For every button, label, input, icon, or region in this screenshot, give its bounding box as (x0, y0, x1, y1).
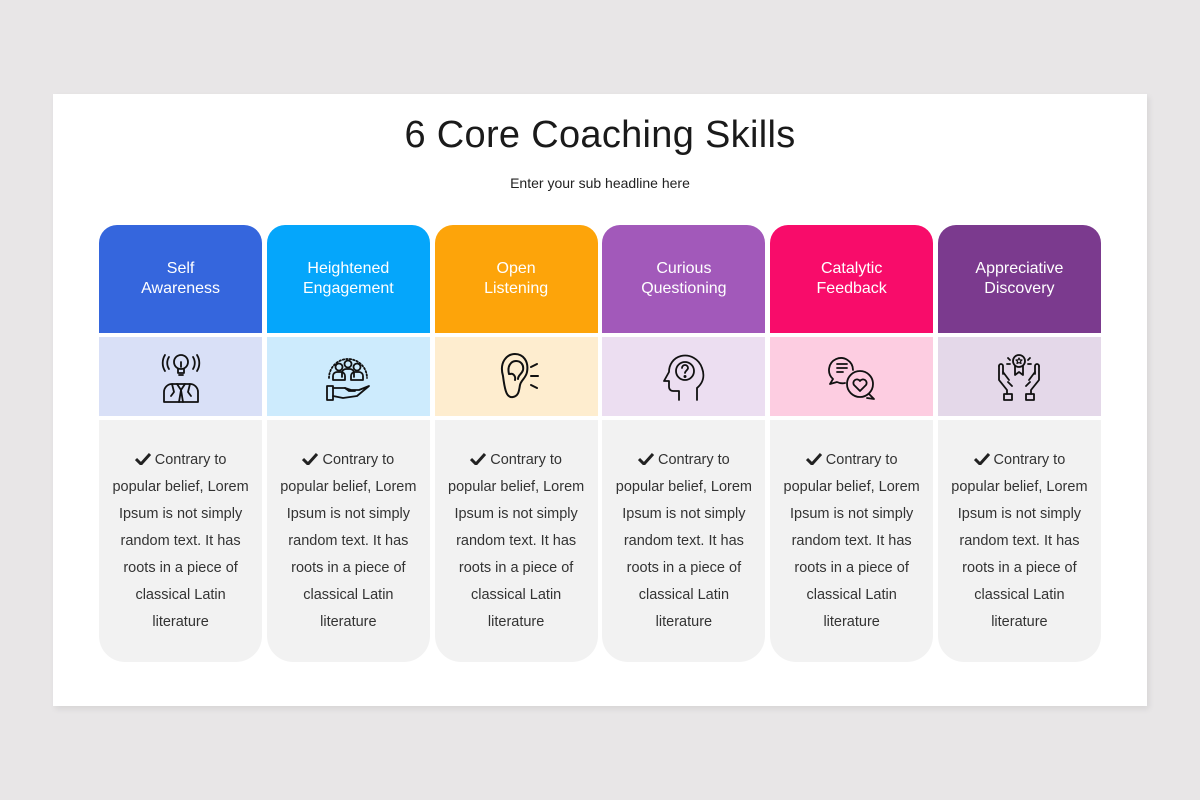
skill-description-text: Contrary to popular belief, Lorem Ipsum … (783, 452, 920, 630)
team-hand-icon (326, 357, 371, 401)
checkmark-icon (805, 453, 822, 465)
skill-icon-band (937, 337, 1101, 416)
skill-column-open-listening: Open Listening Contrary to popular belie… (434, 225, 598, 662)
skill-description-text: Contrary to popular belief, Lorem Ipsum … (951, 452, 1088, 630)
skill-header: Open Listening (434, 225, 598, 333)
ear-icon (501, 352, 540, 398)
skill-description-text: Contrary to popular belief, Lorem Ipsum … (448, 452, 585, 630)
skill-description: Contrary to popular belief, Lorem Ipsum … (434, 420, 598, 662)
checkmark-icon (302, 453, 319, 465)
chat-heart-icon (827, 356, 875, 400)
skill-description: Contrary to popular belief, Lorem Ipsum … (602, 420, 766, 662)
slide-subtitle: Enter your sub headline here (510, 175, 690, 191)
skill-column-catalytic-feedback: Catalytic Feedback Contrary to popular b… (770, 225, 934, 662)
skill-icon-band (602, 337, 766, 416)
skill-column-appreciative-discovery: Appreciative Discovery Contrary to popul… (937, 225, 1101, 662)
skill-header: Appreciative Discovery (937, 225, 1101, 333)
skill-description-text: Contrary to popular belief, Lorem Ipsum … (615, 452, 752, 630)
slide-title: 6 Core Coaching Skills (404, 114, 796, 156)
hands-award-icon (998, 353, 1041, 401)
checkmark-icon (470, 453, 487, 465)
skill-description-text: Contrary to popular belief, Lorem Ipsum … (280, 452, 417, 630)
lightbulb-person-icon (161, 353, 200, 403)
skill-description: Contrary to popular belief, Lorem Ipsum … (937, 420, 1101, 662)
checkmark-icon (973, 453, 990, 465)
skill-column-curious-questioning: Curious Questioning Contrary to popular … (602, 225, 766, 662)
checkmark-icon (638, 453, 655, 465)
skill-header: Self Awareness (99, 225, 263, 333)
skill-description: Contrary to popular belief, Lorem Ipsum … (99, 420, 263, 662)
skill-column-heightened-engagement: Heightened Engagement Contrary to popula… (266, 225, 430, 662)
skill-header: Heightened Engagement (266, 225, 430, 333)
skill-header: Catalytic Feedback (770, 225, 934, 333)
checkmark-icon (134, 453, 151, 465)
skill-icon-band (770, 337, 934, 416)
skills-columns: Self Awareness Contrary to popular belie… (99, 225, 1101, 662)
skill-description: Contrary to popular belief, Lorem Ipsum … (266, 420, 430, 662)
head-question-icon (662, 354, 705, 401)
skill-icon-band (266, 337, 430, 416)
skill-column-self-awareness: Self Awareness Contrary to popular belie… (99, 225, 263, 662)
skill-icon-band (99, 337, 263, 416)
skill-description-text: Contrary to popular belief, Lorem Ipsum … (112, 452, 249, 630)
skill-description: Contrary to popular belief, Lorem Ipsum … (770, 420, 934, 662)
skill-icon-band (434, 337, 598, 416)
skill-header: Curious Questioning (602, 225, 766, 333)
slide: 6 Core Coaching Skills Enter your sub he… (53, 94, 1147, 706)
